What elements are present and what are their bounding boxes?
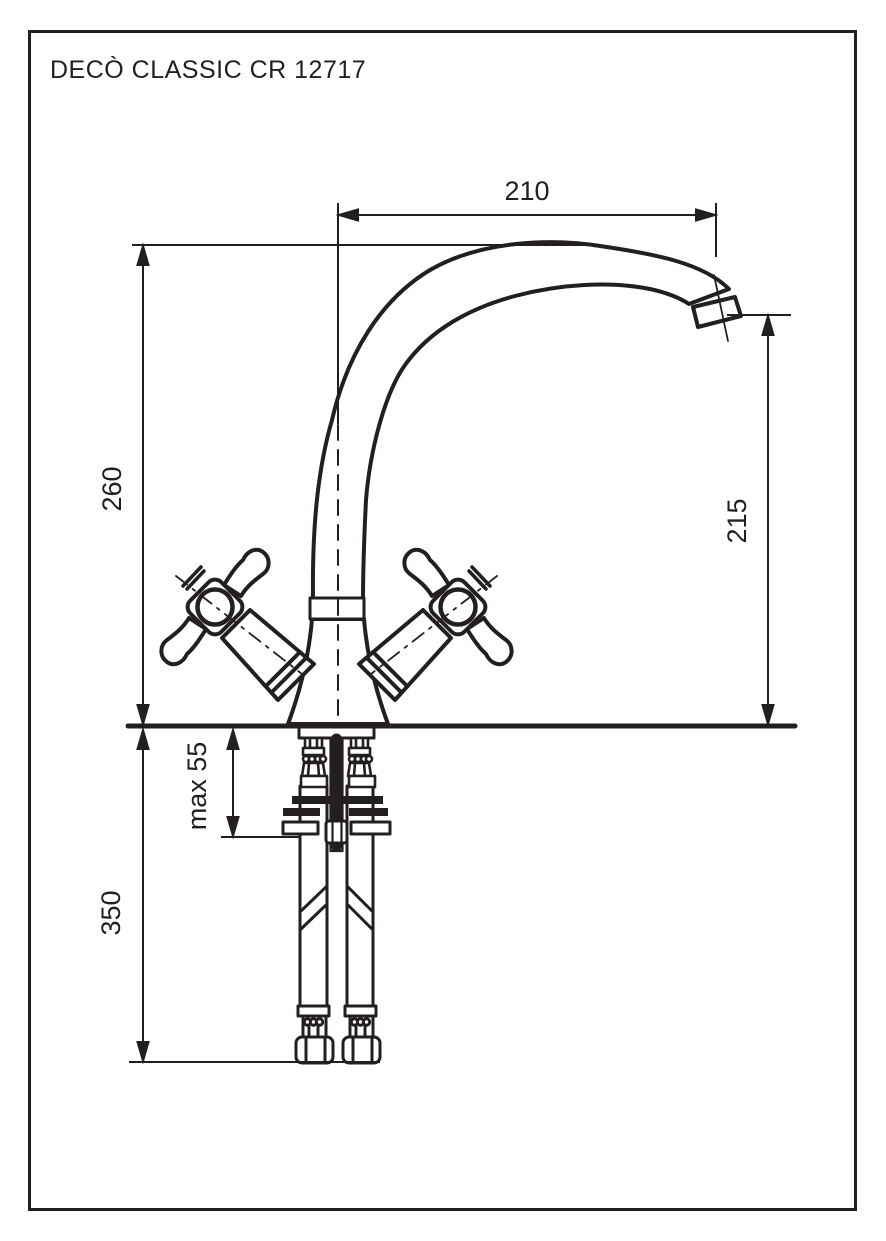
- dim-label-max-55: max 55: [182, 742, 212, 831]
- arrow-up: [136, 726, 150, 750]
- dim-label-350: 350: [96, 890, 126, 935]
- mounting-plate-left: [281, 820, 320, 836]
- arrow-up: [226, 726, 240, 750]
- arrow-down: [226, 816, 240, 840]
- arrow-up: [136, 242, 150, 266]
- dim-spout-reach: 210: [335, 176, 719, 424]
- rubber-washer: [292, 796, 383, 804]
- dim-outlet-height: 215: [722, 312, 791, 728]
- dim-label-215: 215: [722, 498, 752, 543]
- cone-band-line-1: [264, 650, 302, 688]
- product-title: DECÒ CLASSIC CR 12717: [50, 56, 367, 84]
- hub-chamfer-1: [185, 569, 206, 591]
- handle-axis-line: [175, 575, 303, 675]
- handle-lobe-lower: [159, 616, 208, 667]
- arrow-down: [136, 1041, 150, 1065]
- cone-band-line-2: [270, 656, 308, 694]
- hose-nipples: [299, 736, 377, 789]
- dim-label-210: 210: [504, 176, 549, 206]
- aerator-axis-line: [713, 274, 729, 342]
- under-deck-assembly: [281, 725, 392, 1065]
- arrow-down: [136, 704, 150, 728]
- dim-total-height: 260: [97, 242, 585, 728]
- handle-lobe-upper: [222, 547, 271, 598]
- gasket-bar-right: [349, 808, 388, 816]
- dim-hose-length: 350: [96, 726, 380, 1065]
- mounting-plate-right: [349, 820, 392, 836]
- dim-max-deck-thickness: max 55: [182, 726, 300, 840]
- spout-outline: [310, 240, 731, 602]
- hose-end-fittings: [294, 1004, 382, 1065]
- arrow-up: [761, 312, 775, 336]
- stud-nut: [324, 819, 349, 845]
- arrow-right: [695, 208, 719, 222]
- faucet: [125, 240, 798, 1065]
- dim-label-260: 260: [97, 466, 127, 511]
- dimension-annotations: 210 260 215: [96, 176, 791, 1065]
- arrow-left: [335, 208, 359, 222]
- valve-cone: [220, 608, 316, 702]
- handle-right: [359, 550, 512, 700]
- gasket-bar-left: [283, 808, 320, 816]
- handle-left: [159, 547, 316, 702]
- handle-ring: [195, 587, 235, 627]
- arrow-down: [761, 704, 775, 728]
